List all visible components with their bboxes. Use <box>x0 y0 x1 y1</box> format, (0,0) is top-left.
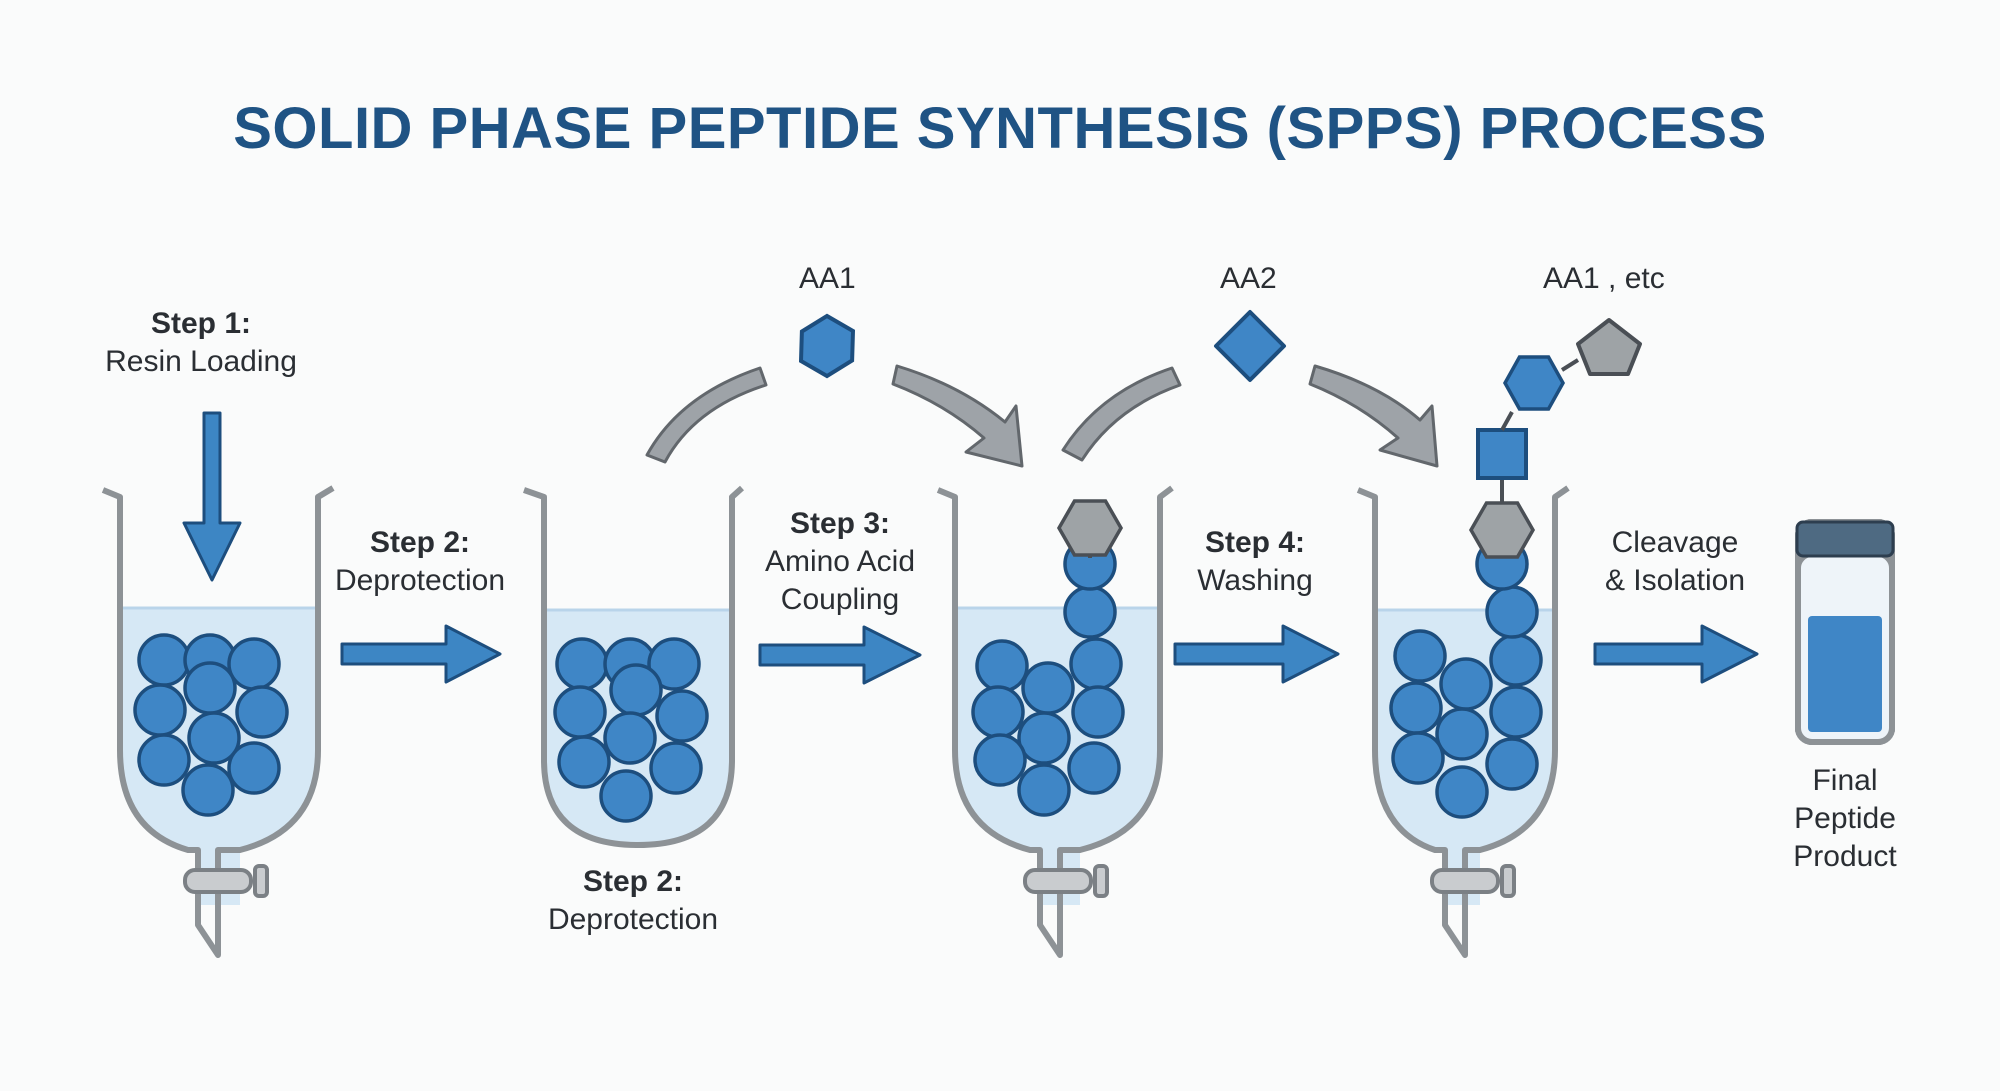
right-arrow-icon <box>1593 624 1759 684</box>
page-title: SOLID PHASE PEPTIDE SYNTHESIS (SPPS) PRO… <box>233 96 1767 161</box>
downward-arrow-icon <box>182 411 242 582</box>
step1-heading: Step 1: <box>150 307 252 340</box>
step3-text-line1: Amino Acid <box>764 545 916 578</box>
step4-label: Step 4: Washing <box>1160 524 1350 600</box>
step3-label: Step 3: Amino Acid Coupling <box>740 505 940 619</box>
diamond-icon <box>1214 310 1286 382</box>
step4-heading: Step 4: <box>1204 526 1306 559</box>
stopcock-icon <box>1430 864 1516 898</box>
curved-arrow-icon <box>1308 364 1439 468</box>
cleavage-text-line1: Cleavage <box>1611 526 1739 559</box>
reaction-vessel-1 <box>101 485 335 958</box>
right-arrow-icon <box>758 625 922 685</box>
step2-top-text: Deprotection <box>334 564 506 597</box>
curved-arrow-icon <box>1061 366 1182 462</box>
final-product-line2: Peptide <box>1794 802 1896 835</box>
aa-etc-label: AA1 , etc <box>1543 262 1665 295</box>
reaction-vessel-4 <box>1356 318 1642 958</box>
step3-text-line2: Coupling <box>780 583 900 616</box>
reaction-vessel-3 <box>936 485 1174 958</box>
step2-bottom-text: Deprotection <box>547 903 719 936</box>
aa1-label: AA1 <box>799 262 856 295</box>
step1-text: Resin Loading <box>105 345 297 378</box>
hexagon-icon <box>1503 355 1565 411</box>
reaction-vessel-2 <box>523 485 745 848</box>
peptide-chain <box>1469 318 1642 639</box>
step3-heading: Step 3: <box>789 507 891 540</box>
square-icon <box>1476 428 1528 480</box>
right-arrow-icon <box>1173 624 1340 684</box>
cleavage-text-line2: & Isolation <box>1604 564 1746 597</box>
protecting-group-hexagon-icon <box>1057 499 1123 557</box>
hexagon-icon <box>798 313 856 379</box>
step1-label: Step 1: Resin Loading <box>76 305 326 381</box>
curved-arrow-icon <box>891 364 1024 468</box>
final-product-line3: Product <box>1793 840 1897 873</box>
curved-arrow-icon <box>645 366 768 464</box>
final-product-line1: Final <box>1812 764 1878 797</box>
cleavage-label: Cleavage & Isolation <box>1580 524 1770 600</box>
vial-icon <box>1795 519 1895 745</box>
final-product-label: Final Peptide Product <box>1770 762 1920 876</box>
aa2-label: AA2 <box>1220 262 1277 295</box>
right-arrow-icon <box>340 624 502 684</box>
protecting-group-hexagon-icon <box>1469 501 1535 559</box>
step2-bottom-label: Step 2: Deprotection <box>528 863 738 939</box>
step2-bottom-heading: Step 2: <box>582 865 684 898</box>
step2-top-heading: Step 2: <box>369 526 471 559</box>
step2-top-label: Step 2: Deprotection <box>315 524 525 600</box>
stopcock-icon <box>1023 864 1109 898</box>
step4-text: Washing <box>1197 564 1313 597</box>
stopcock-icon <box>183 864 269 898</box>
pentagon-icon <box>1576 318 1642 376</box>
peptide-chain <box>1057 499 1123 639</box>
